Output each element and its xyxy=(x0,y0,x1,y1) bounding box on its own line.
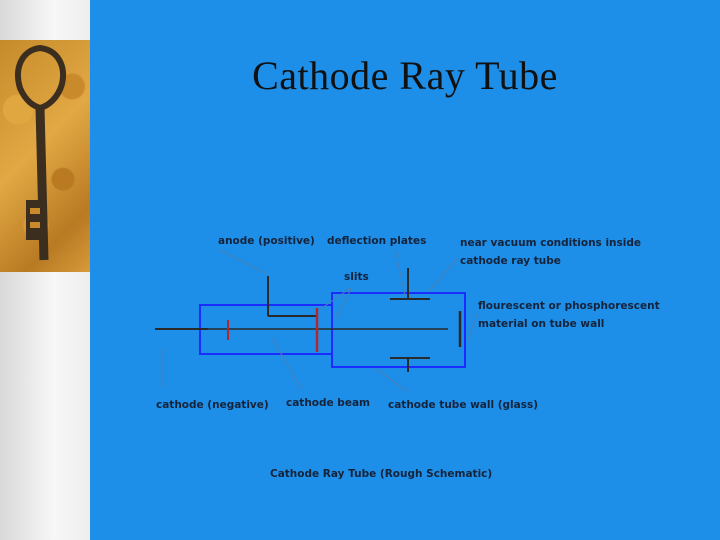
key-photo xyxy=(0,40,90,272)
slide-title: Cathode Ray Tube xyxy=(252,53,558,98)
label-deflection-plates: deflection plates xyxy=(327,235,426,247)
label-cathode: cathode (negative) xyxy=(156,399,269,411)
label-tube-wall: cathode tube wall (glass) xyxy=(388,399,538,411)
diagram-caption: Cathode Ray Tube (Rough Schematic) xyxy=(270,468,492,480)
label-phosphor-2: material on tube wall xyxy=(478,318,604,330)
label-anode: anode (positive) xyxy=(218,235,315,247)
label-phosphor-1: flourescent or phosphorescent xyxy=(478,300,660,312)
label-cathode-beam: cathode beam xyxy=(286,397,370,409)
label-vacuum-1: near vacuum conditions inside xyxy=(460,237,641,249)
key-icon xyxy=(15,44,66,261)
slide-background xyxy=(90,0,720,540)
label-vacuum-2: cathode ray tube xyxy=(460,255,561,267)
label-slits: slits xyxy=(344,271,369,283)
crt-diagram: anode (positive) deflection plates slits… xyxy=(155,235,660,480)
